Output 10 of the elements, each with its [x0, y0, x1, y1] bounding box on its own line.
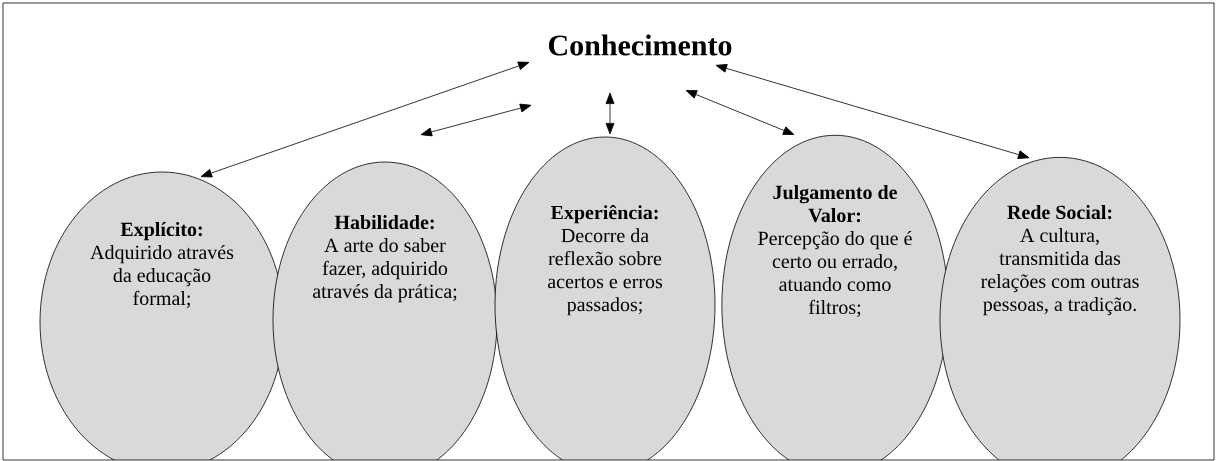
arrow: [420, 103, 532, 137]
arrow: [605, 92, 615, 135]
ellipse-node: Habilidade: A arte do saber fazer, adquirido através da prática;: [272, 161, 498, 460]
arrow: [685, 90, 795, 135]
ellipse-node: Rede Social: A cultura, transmitida das relações com outras pessoas, a tradição.: [939, 156, 1181, 460]
title: Conhecimento: [549, 34, 732, 56]
ellipse-node: Julgamento de Valor: Percepção do que é certo ou errado, atuando como filtros;: [721, 134, 949, 460]
arrow: [200, 61, 530, 178]
arrow: [715, 64, 1030, 159]
ellipse-node: Experiência: Decorre da reflexão sobre acertos e erros passados;: [494, 136, 716, 460]
